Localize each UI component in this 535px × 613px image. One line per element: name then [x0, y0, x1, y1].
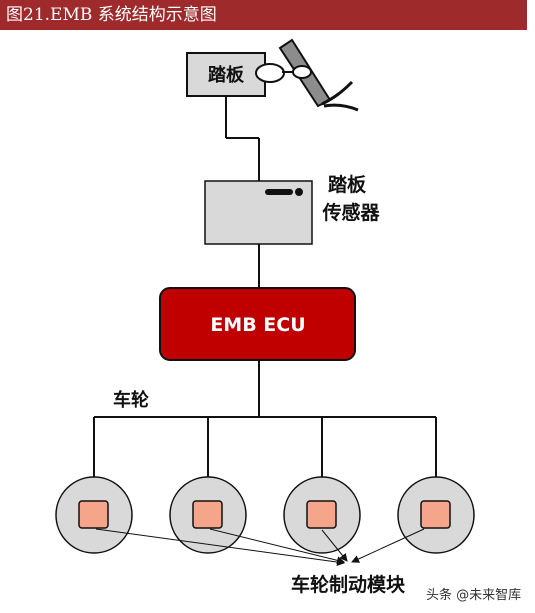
- wheel-3: [283, 476, 361, 554]
- sensor-indicator-icon: [295, 188, 303, 196]
- brake-module-2: [192, 500, 223, 529]
- ecu-label: EMB ECU: [210, 314, 305, 336]
- pedal-label: 踏板: [208, 64, 245, 86]
- pedal-sensor-label-line2: 传感器: [321, 201, 380, 224]
- brake-module-arrows: [95, 528, 425, 567]
- sensor-slot-icon: [265, 189, 293, 195]
- wheel-label: 车轮: [113, 389, 149, 411]
- pedal-sensor-box: [204, 180, 313, 245]
- wheel-1: [55, 476, 133, 554]
- pedal-box: [186, 52, 266, 97]
- brake-module-4: [420, 500, 451, 529]
- brake-module-1: [78, 500, 109, 529]
- brake-module-label: 车轮制动模块: [291, 573, 406, 596]
- watermark: 头条 @未来智库: [426, 587, 521, 603]
- pedal-lever-icon: [255, 38, 359, 112]
- wheel-4: [397, 476, 475, 554]
- watermark-text: 头条 @未来智库: [426, 587, 521, 603]
- wheel-2: [169, 476, 247, 554]
- brake-module-3: [306, 500, 337, 529]
- ecu-box: [159, 287, 356, 361]
- pedal-sensor-label-line1: 踏板: [328, 173, 367, 196]
- figure-title: 图21.EMB 系统结构示意图: [0, 0, 527, 30]
